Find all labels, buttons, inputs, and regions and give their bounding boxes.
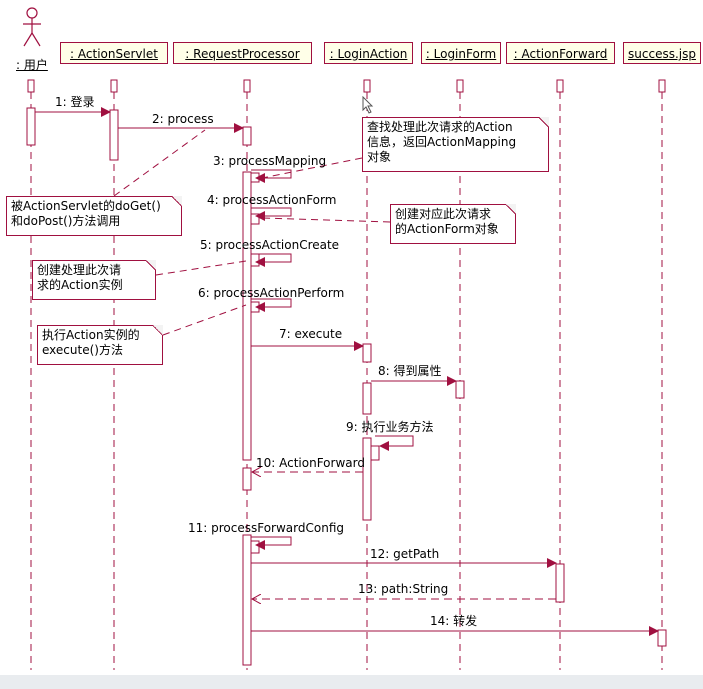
note-create-action: 创建处理此次请 求的Action实例 (32, 260, 156, 300)
lifeline-head-jsp (658, 79, 666, 93)
lifeline-head-user (27, 79, 35, 93)
note-connector-execute (162, 304, 247, 336)
lifeline-label-loginaction: : LoginAction (329, 47, 408, 61)
message-arrow-11 (251, 536, 292, 550)
lifeline-header-actionforward: : ActionForward (506, 42, 615, 64)
message-arrow-9 (375, 435, 414, 451)
message-label-10: 10: ActionForward (256, 456, 365, 470)
note-create-form: 创建对应此次请求 的ActionForm对象 (390, 204, 516, 244)
actor-user-label: : 用户 (16, 58, 48, 72)
message-arrow-6 (251, 298, 292, 312)
message-arrow-4 (251, 207, 292, 221)
note-connector-create-action (155, 260, 247, 276)
lifeline-head-login (363, 79, 371, 93)
note-find-action: 查找处理此次请求的Action 信息，返回ActionMapping 对象 (362, 117, 549, 172)
lifeline-head-form (456, 79, 464, 93)
lifeline-head-rp (243, 79, 251, 93)
activation-bar-forward-10 (555, 563, 565, 603)
message-label-5: 5: processActionCreate (200, 238, 340, 252)
mouse-cursor-icon (362, 96, 374, 114)
note-connector-create-form (261, 217, 391, 223)
stick-figure-icon (23, 7, 41, 47)
note-connector-doget (113, 129, 206, 197)
lifeline-header-actionservlet: : ActionServlet (60, 42, 168, 64)
activation-bar-form-9 (455, 380, 465, 399)
message-label-12: 12: getPath (370, 547, 440, 561)
lifeline-header-successjsp: success.jsp (623, 42, 701, 64)
note-doget: 被ActionServlet的doGet() 和doPost()方法调用 (6, 196, 182, 236)
activation-bar-rp-4 (242, 467, 252, 491)
message-arrow-3 (251, 169, 292, 183)
note-fold-corner (539, 117, 549, 127)
activation-bar-rp-5 (242, 534, 252, 666)
activation-bar-login-6 (362, 343, 372, 363)
activation-bar-rp-2 (242, 126, 252, 146)
note-execute: 执行Action实例的 execute()方法 (37, 325, 163, 365)
message-label-4: 4: processActionForm (207, 193, 337, 207)
message-arrow-5 (251, 253, 292, 267)
lifeline-header-loginform: : LoginForm (421, 42, 501, 64)
note-fold-corner (153, 325, 163, 335)
message-label-2: 2: process (152, 112, 214, 126)
lifeline-head-servlet (110, 79, 118, 93)
message-label-11: 11: processForwardConfig (188, 521, 344, 535)
lifeline-label-successjsp: success.jsp (628, 47, 696, 61)
lifeline-label-actionforward: : ActionForward (513, 47, 608, 61)
activation-bar-user-0 (26, 107, 36, 146)
lifeline-head-forward (556, 79, 564, 93)
activation-bar-nested-2 (250, 253, 260, 267)
message-label-3: 3: processMapping (213, 154, 327, 168)
activation-bar-login-8 (362, 437, 372, 521)
message-label-8: 8: 得到属性 (378, 364, 442, 378)
lifeline-label-loginform: : LoginForm (425, 47, 497, 61)
message-label-9: 9: 执行业务方法 (346, 420, 434, 434)
note-fold-corner (172, 196, 182, 206)
lifeline-header-loginaction: : LoginAction (324, 42, 413, 64)
message-label-7: 7: execute (279, 327, 343, 341)
lifeline-header-requestprocessor: : RequestProcessor (173, 42, 312, 64)
lifeline-label-actionservlet: : ActionServlet (70, 47, 158, 61)
lifeline-label-requestprocessor: : RequestProcessor (185, 47, 300, 61)
note-fold-corner (506, 204, 516, 214)
message-label-14: 14: 转发 (430, 614, 478, 628)
activation-bar-rp-3 (242, 171, 252, 461)
message-label-1: 1: 登录 (55, 95, 95, 109)
bottom-strip (0, 675, 703, 689)
note-fold-corner (146, 260, 156, 270)
activation-bar-nested-11 (250, 540, 260, 554)
message-label-13: 13: path:String (358, 582, 449, 596)
message-label-6: 6: processActionPerform (198, 286, 345, 300)
note-connector-find-action (261, 157, 363, 179)
activation-bar-nested-9 (370, 445, 380, 461)
activation-bar-login-7 (362, 382, 372, 415)
activation-bar-servlet-1 (109, 109, 119, 161)
activation-bar-jsp-11 (657, 629, 667, 647)
